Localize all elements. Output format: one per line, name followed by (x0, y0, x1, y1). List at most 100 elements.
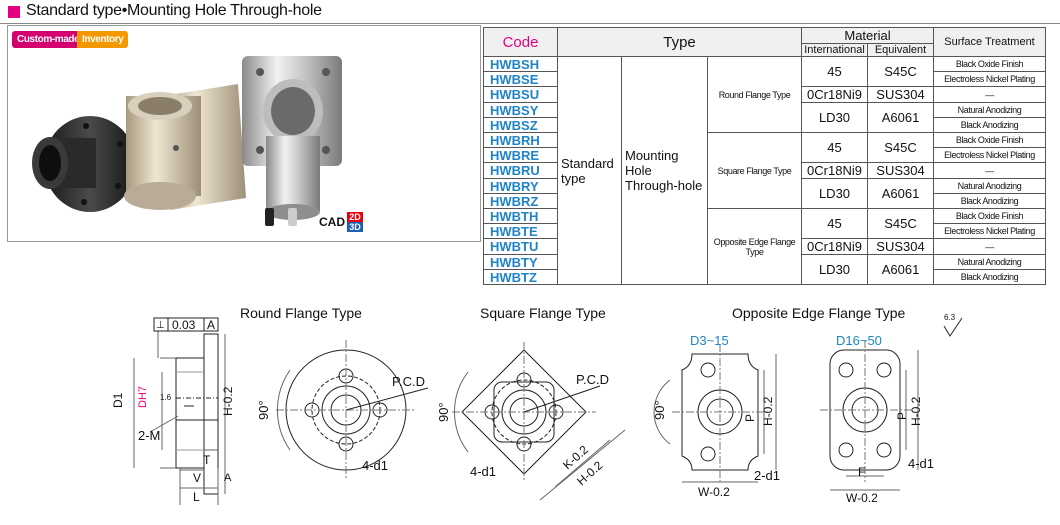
product-photo-panel: Custom-made Inventory (7, 25, 481, 242)
surface-cell: Natural Anodizing (933, 178, 1046, 194)
opp-large-h-label: H-0.2 (909, 396, 923, 426)
surface-cell: Black Oxide Finish (933, 208, 1046, 224)
cad-3d-label[interactable]: 3D (347, 222, 363, 232)
material-equiv: A6061 (867, 102, 934, 133)
round-4d1-label: 4-d1 (362, 458, 388, 473)
flange-type-opposite: Opposite Edge Flange Type (707, 208, 802, 285)
d1-label: D1 (111, 392, 125, 408)
square-flange-drawing (452, 342, 626, 501)
material-intl: LD30 (801, 102, 868, 133)
code-cell: HWBTE (483, 223, 558, 239)
surface-cell: Natural Anodizing (933, 254, 1046, 270)
title-marker-icon (8, 6, 20, 18)
square-flange-title: Square Flange Type (480, 305, 606, 321)
surface-cell: Black Oxide Finish (933, 56, 1046, 72)
header-surface: Surface Treatment (933, 27, 1046, 57)
square-pcd-label: P.C.D (576, 372, 609, 387)
header-material: Material (801, 27, 934, 44)
datum-a-label: A (224, 472, 232, 484)
round-90deg-label: 90° (256, 400, 271, 420)
surface-cell: Electroless Nickel Plating (933, 147, 1046, 163)
page-title: Standard type•Mounting Hole Through-hole (26, 2, 322, 19)
material-intl: 45 (801, 56, 868, 87)
code-cell: HWBSU (483, 86, 558, 103)
code-cell: HWBSH (483, 56, 558, 72)
surface-cell: Electroless Nickel Plating (933, 71, 1046, 87)
square-90deg-label: 90° (436, 402, 451, 422)
title-divider (0, 23, 1060, 24)
black-round-flange-image (32, 116, 136, 212)
header-code: Code (483, 27, 558, 57)
opp-small-h-label: H-0.2 (761, 396, 775, 426)
material-equiv: SUS304 (867, 162, 934, 179)
v-label: V (193, 471, 201, 485)
material-equiv: SUS304 (867, 86, 934, 103)
flange-type-square: Square Flange Type (707, 132, 802, 209)
opp-large-4d1-label: 4-d1 (908, 456, 934, 471)
d3-15-label: D3~15 (690, 333, 729, 348)
badge-inventory: Inventory (77, 31, 129, 48)
flange-type-round: Round Flange Type (707, 56, 802, 133)
code-cell: HWBRH (483, 132, 558, 148)
surface-cell: Black Anodizing (933, 269, 1046, 285)
d16-50-label: D16~50 (836, 333, 882, 348)
material-intl: 0Cr18Ni9 (801, 86, 868, 103)
opp-large-w-label: W-0.2 (846, 491, 878, 505)
t-label: T (203, 453, 211, 467)
header-type: Type (557, 27, 802, 57)
header-equivalent: Equivalent (867, 43, 934, 57)
spec-table: Code Type Material Surface Treatment Int… (483, 27, 1046, 285)
side-section-view (133, 317, 226, 505)
code-cell: HWBRZ (483, 193, 558, 209)
material-equiv: S45C (867, 56, 934, 87)
surface-cell: Electroless Nickel Plating (933, 223, 1046, 239)
code-cell: HWBTU (483, 238, 558, 255)
opp-small-w-label: W-0.2 (698, 485, 730, 499)
header-international: International (801, 43, 868, 57)
material-intl: 45 (801, 132, 868, 163)
surface-cell: Natural Anodizing (933, 102, 1046, 118)
technical-drawings: Round Flange Type Square Flange Type Opp… (111, 305, 963, 505)
l-label: L (193, 490, 200, 504)
cad-2d-label[interactable]: 2D (347, 212, 363, 222)
material-intl: LD30 (801, 254, 868, 285)
roughness-value: 6.3 (944, 313, 956, 322)
set-screw-image (265, 208, 297, 226)
code-cell: HWBRY (483, 178, 558, 194)
opposite-flange-small-drawing (653, 344, 777, 483)
opp-small-p-label: P (743, 414, 757, 422)
steel-opposite-flange-image (242, 56, 342, 220)
material-equiv: S45C (867, 208, 934, 239)
type-mounting: Mounting Hole Through-hole (621, 56, 708, 285)
material-intl: 45 (801, 208, 868, 239)
title-bar: Standard type•Mounting Hole Through-hole (0, 0, 1060, 24)
two-m-label: 2-M (138, 428, 160, 443)
perpendicular-icon: ⊥ (156, 320, 165, 331)
tolerance-value: 0.03 (172, 318, 196, 332)
material-equiv: A6061 (867, 254, 934, 285)
opp-small-90deg-label: 90° (652, 400, 667, 420)
opposite-flange-title: Opposite Edge Flange Type (732, 305, 906, 321)
material-equiv: A6061 (867, 178, 934, 209)
opp-large-f-label: F (858, 465, 865, 479)
cad-label: CAD (319, 215, 345, 229)
code-cell: HWBTZ (483, 269, 558, 285)
type-standard: Standard type (557, 56, 622, 285)
code-cell: HWBSZ (483, 117, 558, 133)
round-pcd-label: P.C.D (392, 374, 425, 389)
nickel-square-flange-image (124, 84, 246, 210)
material-equiv: S45C (867, 132, 934, 163)
round-flange-drawing (276, 340, 429, 480)
dh7-label: DH7 (137, 386, 149, 408)
product-illustration (32, 56, 342, 226)
surface-cell: Black Anodizing (933, 193, 1046, 209)
opposite-flange-large-drawing (820, 340, 919, 491)
opp-small-2d1-label: 2-d1 (754, 468, 780, 483)
code-cell: HWBTH (483, 208, 558, 224)
surface-cell: Black Oxide Finish (933, 132, 1046, 148)
badge-custom-made: Custom-made (12, 31, 85, 48)
surface-cell: — (933, 86, 1046, 103)
material-intl: 0Cr18Ni9 (801, 238, 868, 255)
round-flange-title: Round Flange Type (240, 305, 362, 321)
